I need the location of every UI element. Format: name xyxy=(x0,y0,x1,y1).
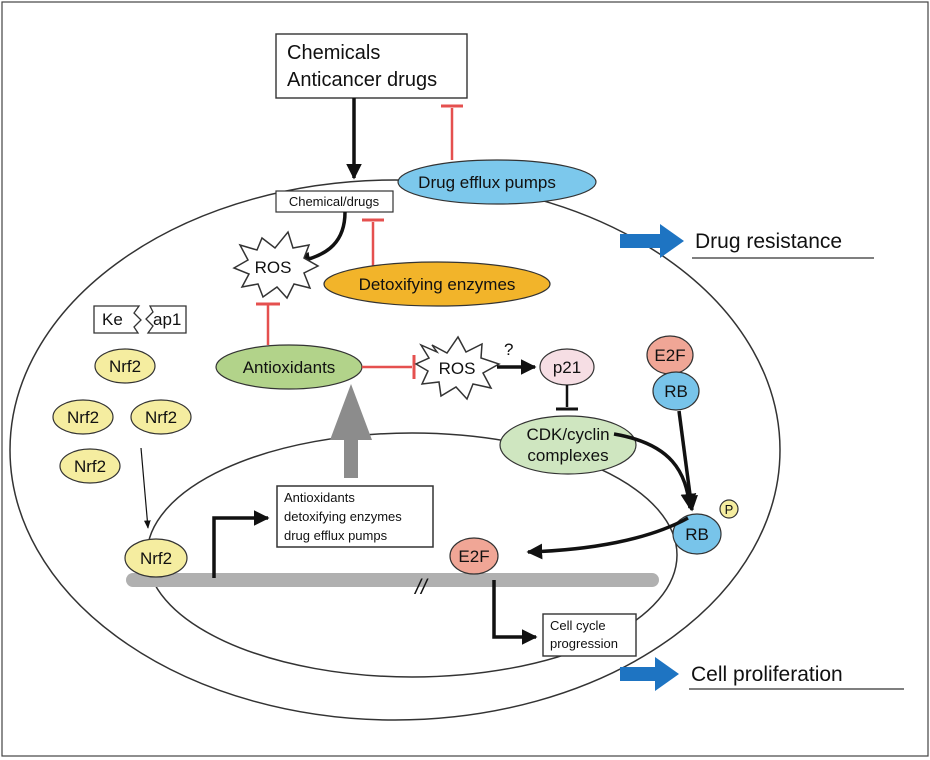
genes-efflux-label: drug efflux pumps xyxy=(284,528,388,543)
cell-cycle-label: Cell cycle xyxy=(550,618,606,633)
keap1-right-piece xyxy=(145,305,187,334)
rb-release-arrow xyxy=(677,410,698,512)
drug-resistance-arrow xyxy=(620,224,684,258)
genes-antioxidants-label: Antioxidants xyxy=(284,490,355,505)
nrf2-node-4 xyxy=(59,448,121,484)
dna-break-mark: // xyxy=(413,576,429,599)
keap1-right-label: ap1 xyxy=(153,310,181,329)
rb-phospho-label: RB xyxy=(685,525,709,544)
ros-mid-label: ROS xyxy=(439,359,476,378)
detoxifying-enzymes-node xyxy=(323,261,551,307)
nrf2-nuclear-label: Nrf2 xyxy=(140,549,172,568)
keap1-left-piece xyxy=(93,305,142,334)
phosphate-label: P xyxy=(725,502,734,517)
ros-top-starburst xyxy=(232,230,320,300)
drug-efflux-pumps-node xyxy=(397,159,597,205)
drug-efflux-pumps-label: Drug efflux pumps xyxy=(418,173,556,192)
e2f-bound-label: E2F xyxy=(654,346,685,365)
nrf2-nuclear-node xyxy=(124,538,188,578)
nrf2-label-1: Nrf2 xyxy=(109,357,141,376)
nrf2-label-2: Nrf2 xyxy=(67,408,99,427)
question-mark: ? xyxy=(504,340,513,359)
nrf2-translocation-arrow xyxy=(140,447,151,529)
chemical-drugs-box xyxy=(275,190,394,213)
nrf2-label-3: Nrf2 xyxy=(145,408,177,427)
e2f-free-node xyxy=(449,537,499,575)
ros-top-label: ROS xyxy=(255,258,292,277)
cdk-cyclin-label: CDK/cyclin xyxy=(526,425,609,444)
rb-bound-node xyxy=(652,371,700,411)
e2f-release-arrow xyxy=(526,516,689,560)
e2f-free-label: E2F xyxy=(458,547,489,566)
chemicals-label: Chemicals xyxy=(287,42,380,64)
phosphate-circle xyxy=(719,499,739,519)
complexes-label: complexes xyxy=(527,446,608,465)
rb-bound-label: RB xyxy=(664,382,688,401)
rb-phospho-node xyxy=(672,513,722,555)
progression-label: progression xyxy=(550,636,618,651)
transcription-arrow xyxy=(212,510,270,578)
anticancer-drugs-label: Anticancer drugs xyxy=(287,69,437,91)
chemical-drugs-label: Chemical/drugs xyxy=(289,194,380,209)
cell-proliferation-arrow xyxy=(620,657,679,691)
cdk-cyclin-node xyxy=(499,415,637,475)
ros-mid-starburst xyxy=(414,335,501,401)
nrf2-node-3 xyxy=(130,399,192,435)
nrf2-node-1 xyxy=(94,348,156,384)
target-genes-box xyxy=(276,485,434,548)
p21-label: p21 xyxy=(553,358,581,377)
cell-cycle-box xyxy=(542,613,637,657)
cell-proliferation-label: Cell proliferation xyxy=(691,663,843,686)
cell-membrane xyxy=(9,179,781,721)
e2f-to-cell-cycle-arrow xyxy=(492,580,538,645)
genes-detox-label: detoxifying enzymes xyxy=(284,509,402,524)
upregulation-arrow xyxy=(330,384,372,478)
antioxidants-label: Antioxidants xyxy=(243,358,336,377)
nrf2-label-4: Nrf2 xyxy=(74,457,106,476)
keap1-left-label: Ke xyxy=(102,310,123,329)
drug-resistance-label: Drug resistance xyxy=(695,230,842,253)
detoxifying-enzymes-label: Detoxifying enzymes xyxy=(359,275,516,294)
chemicals-box xyxy=(275,33,468,99)
nrf2-node-2 xyxy=(52,399,114,435)
